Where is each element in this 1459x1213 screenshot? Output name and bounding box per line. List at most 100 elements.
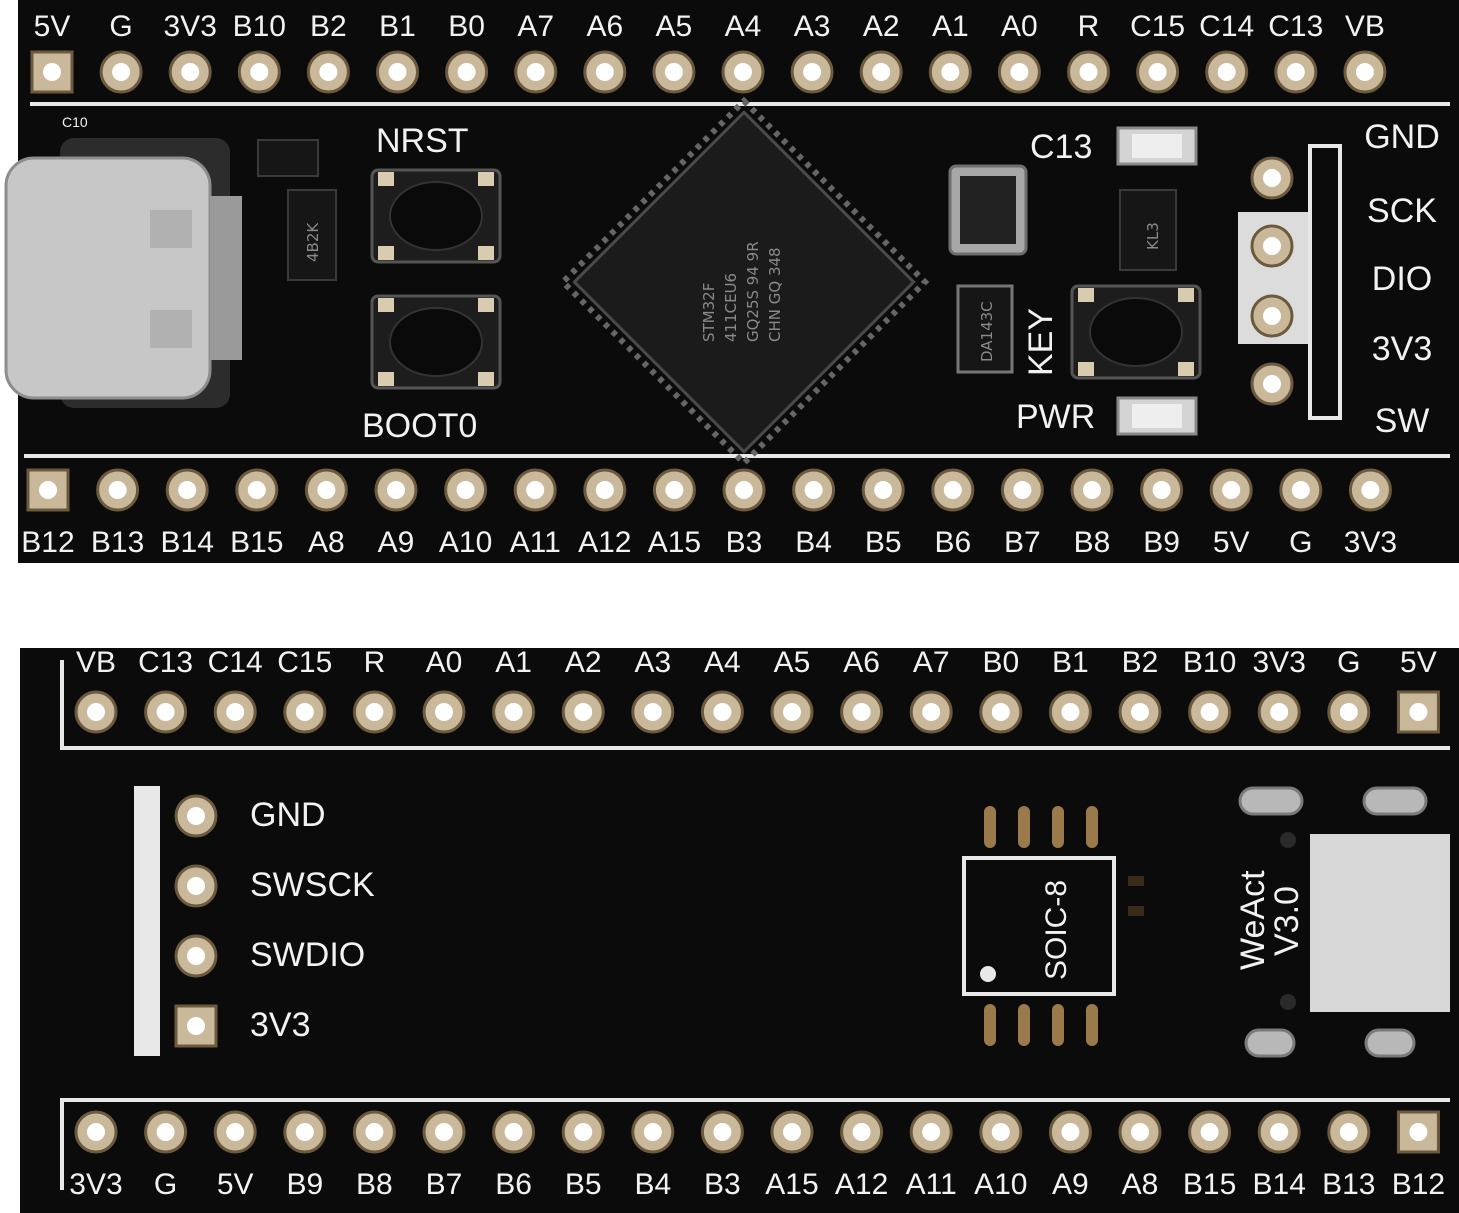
bottom-upper-pin	[909, 690, 953, 734]
bottom-lower-pin	[1396, 1110, 1440, 1154]
bottom-lower-pin	[352, 1110, 396, 1154]
top-upper-pin	[997, 50, 1041, 94]
top-lower-pin-label: A8	[308, 526, 345, 559]
top-lower-pin-label: A10	[439, 526, 492, 559]
soic8-label: SOIC-8	[1040, 880, 1073, 980]
top-swd-pin	[1250, 294, 1294, 338]
top-upper-pin-label: 3V3	[164, 10, 217, 43]
top-upper-pin-label: B2	[310, 10, 347, 43]
bottom-upper-pin-label: A7	[913, 646, 950, 679]
bottom-upper-pin	[1188, 690, 1232, 734]
top-lower-pin-label: B5	[865, 526, 902, 559]
bottom-upper-pin-label: B0	[982, 646, 1019, 679]
top-upper-pin-label: A7	[517, 10, 554, 43]
bottom-upper-pin-label: A4	[704, 646, 741, 679]
usb-c-shell	[4, 156, 212, 400]
top-lower-pin	[96, 468, 140, 512]
swd-silk-frame	[1308, 144, 1342, 420]
key-label: KEY	[1022, 308, 1060, 376]
bottom-swd-label: GND	[250, 796, 326, 834]
bottom-lower-pin	[840, 1110, 884, 1154]
bottom-lower-pin	[631, 1110, 675, 1154]
boot0-button[interactable]	[370, 294, 502, 390]
bottom-silk-frame-upper	[60, 660, 1450, 750]
top-lower-pin	[652, 468, 696, 512]
top-header-upper-pins	[30, 50, 1387, 94]
bottom-upper-pin	[1396, 690, 1440, 734]
bottom-upper-pin	[561, 690, 605, 734]
top-upper-pin	[306, 50, 350, 94]
bottom-upper-pin	[74, 690, 118, 734]
top-lower-pin-label: G	[1289, 526, 1312, 559]
top-upper-pin-label: R	[1078, 10, 1100, 43]
bottom-swd-pin	[174, 794, 218, 838]
top-upper-pin	[859, 50, 903, 94]
bottom-lower-pin	[770, 1110, 814, 1154]
bottom-upper-pin-label: B10	[1183, 646, 1236, 679]
bottom-swd-pin	[174, 864, 218, 908]
bottom-upper-pin	[144, 690, 188, 734]
bottom-lower-pin-label: A8	[1122, 1168, 1159, 1201]
bottom-upper-pin-label: A6	[843, 646, 880, 679]
bottom-lower-pin-label: B12	[1392, 1168, 1445, 1201]
bottom-lower-pin-label: B3	[704, 1168, 741, 1201]
bottom-header-upper-pins	[74, 690, 1440, 734]
bottom-upper-pin	[352, 690, 396, 734]
top-lower-pin-label: B14	[161, 526, 214, 559]
top-upper-pin	[99, 50, 143, 94]
top-upper-pin	[1136, 50, 1180, 94]
bottom-upper-pin-label: B2	[1122, 646, 1159, 679]
usb-solder-pad-3	[1244, 1028, 1296, 1058]
bottom-lower-pin	[144, 1110, 188, 1154]
top-upper-pin-label: A2	[863, 10, 900, 43]
bottom-swd-pins	[174, 794, 218, 1048]
bottom-upper-pin	[422, 690, 466, 734]
top-upper-pin	[1274, 50, 1318, 94]
top-swd-label: GND	[1364, 118, 1440, 156]
top-lower-pin	[444, 468, 488, 512]
top-upper-pin	[790, 50, 834, 94]
bottom-lower-pin-label: B7	[426, 1168, 463, 1201]
bottom-swd-silk-bar	[134, 786, 160, 1056]
bottom-upper-pin-label: C13	[138, 646, 193, 679]
regulator-text: 4B2K	[304, 222, 322, 262]
diode-chip	[956, 284, 1014, 374]
nrst-button[interactable]	[370, 168, 502, 264]
top-swd-label: 3V3	[1372, 330, 1433, 368]
top-header-lower-pins	[26, 468, 1392, 512]
usb-solder-pad-1	[1238, 786, 1304, 816]
ldo-chip	[1119, 189, 1177, 271]
bottom-upper-pin-label: VB	[76, 646, 116, 679]
top-upper-pin	[445, 50, 489, 94]
top-upper-pin	[721, 50, 765, 94]
bottom-lower-pin-label: A15	[765, 1168, 818, 1201]
bottom-upper-pin	[1327, 690, 1371, 734]
top-lower-pin	[722, 468, 766, 512]
top-swd-label: SCK	[1367, 192, 1437, 230]
bottom-lower-pin-label: A9	[1052, 1168, 1089, 1201]
top-upper-pin-label: B1	[379, 10, 416, 43]
top-upper-pin-label: 5V	[34, 10, 71, 43]
mcu-line-2: 411CEU6	[722, 273, 740, 342]
top-upper-pin-label: A4	[725, 10, 762, 43]
top-swd-pin	[1250, 224, 1294, 268]
top-lower-pin	[583, 468, 627, 512]
top-swd-label: DIO	[1372, 260, 1432, 298]
bottom-swd-label: SWSCK	[250, 866, 375, 904]
top-lower-pin	[165, 468, 209, 512]
bottom-lower-pin-label: 5V	[217, 1168, 254, 1201]
top-upper-pin-label: B10	[233, 10, 286, 43]
mcu-line-3: GQ25S 94 9R	[744, 241, 762, 342]
top-upper-pin-label: A0	[1001, 10, 1038, 43]
top-upper-pin-label: A3	[794, 10, 831, 43]
top-lower-pin-label: B6	[934, 526, 971, 559]
key-button[interactable]	[1070, 284, 1202, 380]
top-lower-pin	[513, 468, 557, 512]
top-upper-pin-label: G	[109, 10, 132, 43]
top-lower-pin	[1140, 468, 1184, 512]
bottom-upper-pin-label: R	[364, 646, 386, 679]
bottom-silk-frame-lower	[60, 1098, 1450, 1190]
